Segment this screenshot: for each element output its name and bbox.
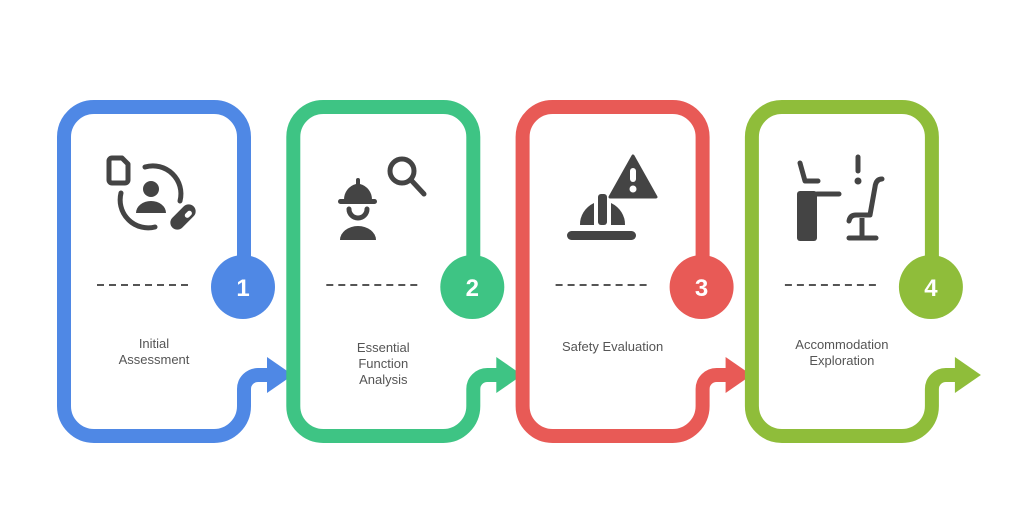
workstation-alert-icon bbox=[797, 154, 885, 241]
step-outline bbox=[57, 100, 268, 443]
step-number-badge bbox=[669, 255, 734, 319]
step-label-line: Exploration bbox=[809, 353, 875, 368]
arrow-right-icon bbox=[267, 357, 293, 393]
step-label-line: Function bbox=[358, 356, 409, 371]
hardhat-warning-icon bbox=[567, 154, 658, 240]
step-outline bbox=[286, 100, 498, 443]
step-label-line: Essential bbox=[356, 340, 410, 355]
arrow-right-icon bbox=[725, 357, 752, 393]
step-label-line: Initial bbox=[138, 336, 170, 351]
step-card-3: 3 bbox=[515, 100, 752, 443]
step-number-badge bbox=[211, 255, 275, 319]
arrow-right-icon bbox=[496, 357, 523, 393]
step-card-4: 4 bbox=[744, 100, 981, 443]
step-label-line: Safety Evaluation bbox=[562, 339, 664, 354]
step-label-line: Assessment bbox=[118, 352, 190, 367]
step-label-line: Analysis bbox=[359, 372, 408, 387]
step-card-1: 1 bbox=[57, 100, 293, 443]
step-number: 3 bbox=[695, 275, 708, 302]
step-label-line: Accommodation bbox=[795, 337, 889, 352]
step-number-badge bbox=[898, 255, 963, 319]
step-number-badge bbox=[440, 255, 505, 319]
patient-assessment-icon bbox=[106, 155, 196, 231]
step-outline bbox=[515, 100, 727, 443]
step-card-2: 2 bbox=[286, 100, 523, 443]
worker-search-icon bbox=[338, 156, 427, 240]
step-number: 2 bbox=[466, 275, 479, 302]
step-label-3: Safety Evaluation bbox=[543, 339, 683, 355]
arrow-right-icon bbox=[954, 357, 981, 393]
step-number: 1 bbox=[236, 275, 249, 302]
step-number: 4 bbox=[924, 275, 938, 302]
step-outline bbox=[744, 100, 956, 443]
